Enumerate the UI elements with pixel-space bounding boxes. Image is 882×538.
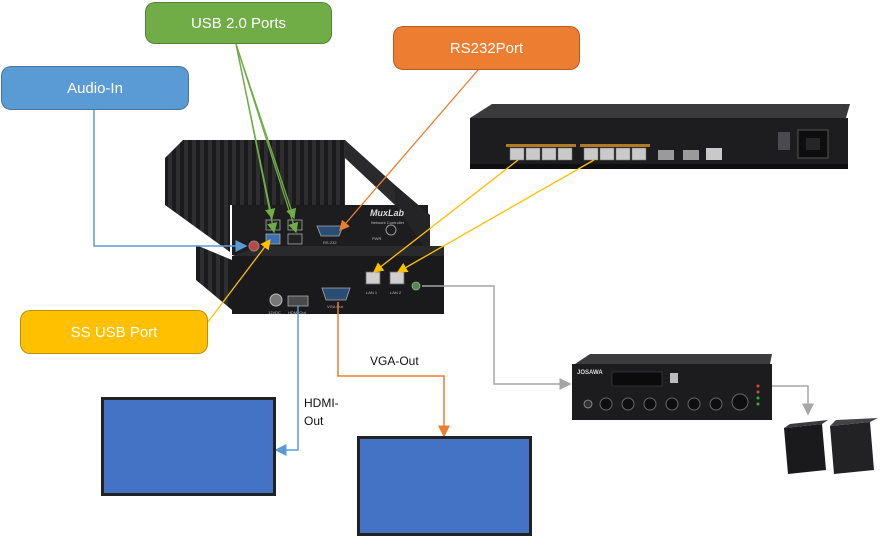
audio-in-connector-line: [93, 110, 248, 252]
port-label-power: PWR: [372, 236, 381, 241]
callout-rs232-port: RS232Port: [393, 26, 580, 70]
speaker-connector-line: [772, 385, 814, 416]
network-switch: [470, 104, 850, 169]
callout-audio-in-label: Audio-In: [67, 79, 123, 97]
vga-out-connector-line: [337, 302, 450, 438]
vga-out-label-text: VGA-Out: [370, 354, 419, 368]
callout-ss-usb-port-label: SS USB Port: [70, 323, 158, 341]
speaker-left: [784, 420, 828, 474]
vga-monitor: [357, 436, 532, 536]
ss-usb-connector-line: [207, 238, 271, 323]
callout-usb2-ports-label: USB 2.0 Ports: [190, 14, 287, 32]
port-label-dc: 12VDC: [268, 310, 281, 315]
callout-audio-in: Audio-In: [1, 66, 189, 110]
lan1-connector-line: [372, 159, 519, 273]
callout-ss-usb-port: SS USB Port: [20, 310, 208, 354]
hdmi-out-connector-line: [274, 306, 299, 456]
callout-usb2-ports: USB 2.0 Ports: [145, 2, 332, 44]
hdmi-out-label-line1: HDMI-: [304, 396, 339, 410]
hdmi-monitor: [101, 397, 276, 496]
port-label-lan1: LAN 1: [366, 290, 378, 295]
usb2-connector-lines: [235, 43, 299, 234]
controller-device: [165, 140, 444, 314]
controller-brand: MuxLab: [370, 208, 405, 218]
audio-out-connector-line: [422, 285, 572, 390]
controller-brand-sub: Network Controller: [371, 220, 405, 225]
amplifier-brand: JOSAWA: [577, 370, 603, 376]
rs232-connector-line: [339, 69, 479, 231]
hdmi-out-label-line2: Out: [304, 414, 324, 428]
port-label-vga: VGA Out: [327, 304, 344, 309]
port-label-rs232: RS-232: [323, 240, 337, 245]
vga-out-label: VGA-Out: [370, 352, 419, 370]
callout-rs232-port-label: RS232Port: [449, 39, 524, 57]
audio-amplifier: [572, 354, 772, 420]
port-label-lan2: LAN 2: [390, 290, 402, 295]
hdmi-out-label: HDMI- Out: [304, 394, 339, 430]
speaker-right: [830, 418, 878, 474]
lan2-connector-line: [396, 159, 595, 273]
